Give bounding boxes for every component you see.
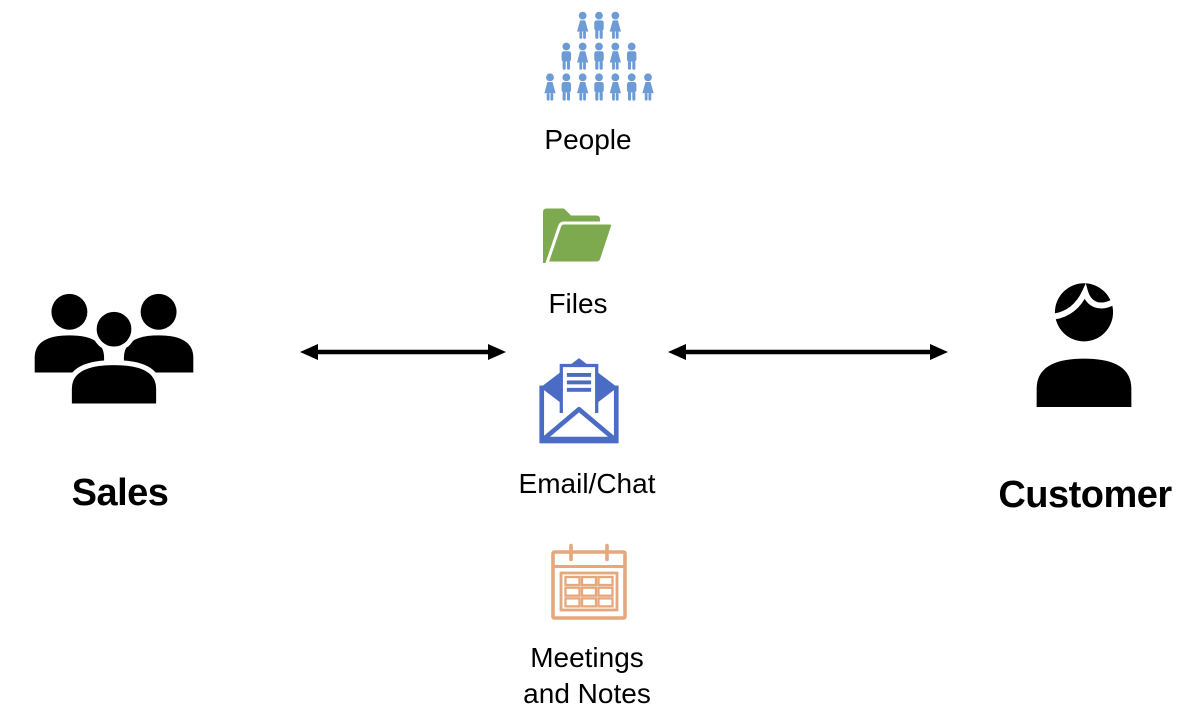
people-crowd-icon (540, 6, 658, 108)
email-envelope-icon (538, 354, 620, 446)
sales-label: Sales (71, 472, 169, 514)
email-chat-label: Email/Chat (518, 468, 656, 499)
files-label: Files (548, 288, 608, 319)
customer-person-icon (1028, 280, 1140, 407)
calendar-icon (549, 542, 629, 622)
folder-icon (538, 198, 618, 272)
meetings-notes-label: Meetings and Notes (523, 642, 651, 710)
sales-to-hub-arrow (300, 337, 506, 367)
people-label: People (544, 124, 632, 155)
customer-label: Customer (998, 474, 1172, 516)
hub-to-customer-arrow (668, 337, 948, 367)
sales-team-icon (30, 292, 198, 406)
